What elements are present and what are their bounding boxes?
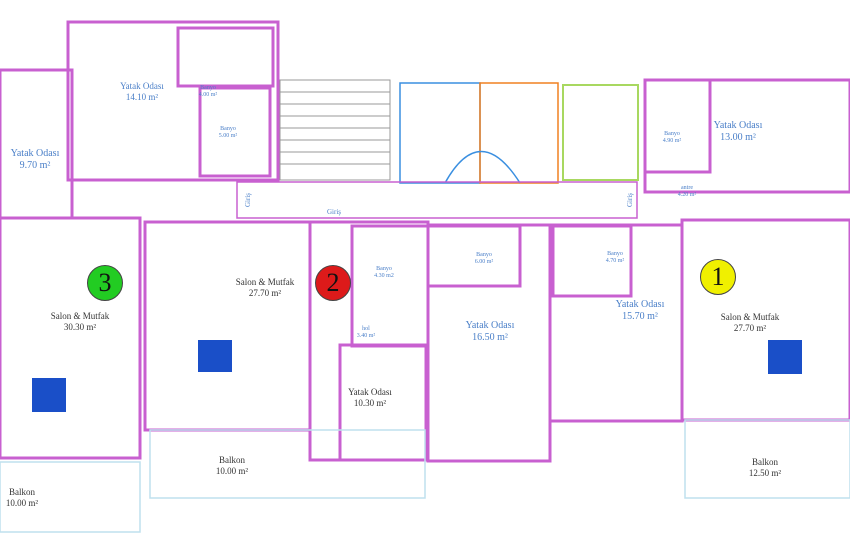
unit-number-badge: 3	[87, 265, 123, 301]
entrance-label: Giriş	[327, 208, 341, 216]
entrance-label: Giriş	[626, 193, 634, 207]
elevator	[562, 84, 639, 181]
unit-number-badge: 2	[315, 265, 351, 301]
tables	[32, 340, 802, 412]
balconies	[0, 419, 850, 533]
entrance-label: Giriş	[244, 193, 252, 207]
unit-number-badge: 1	[700, 259, 736, 295]
stairs-left-flight	[279, 79, 391, 181]
walls	[0, 20, 850, 463]
corridor	[236, 181, 638, 219]
spiral-stairs	[399, 82, 559, 184]
